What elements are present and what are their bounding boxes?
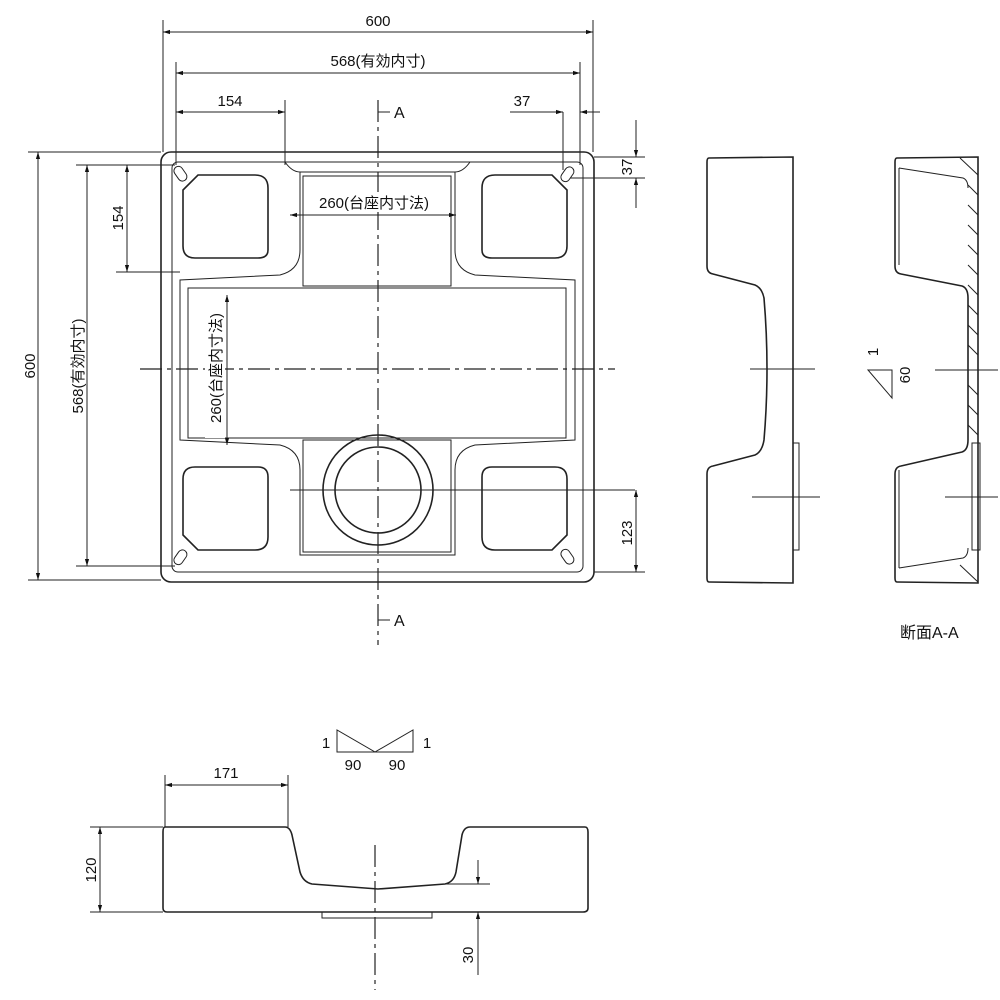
svg-text:171: 171	[213, 765, 238, 782]
svg-text:123: 123	[619, 520, 636, 545]
svg-text:260(台座内寸法): 260(台座内寸法)	[208, 313, 225, 423]
dim-overall-depth: 600	[22, 151, 161, 581]
dim-height: 120	[83, 826, 163, 913]
svg-text:568(有効内寸): 568(有効内寸)	[70, 318, 87, 413]
pad-bottom-right	[481, 466, 568, 551]
svg-text:568(有効内寸): 568(有効内寸)	[330, 53, 425, 70]
svg-text:154: 154	[217, 93, 242, 110]
dim-inner-width-between-pads: 260(台座内寸法)	[290, 192, 456, 218]
inner-recess-top	[302, 175, 452, 287]
inner-recess-bottom	[302, 439, 452, 553]
dim-inner-depth-between-pads: 260(台座内寸法)	[205, 295, 230, 445]
slope-indicator-1-90: 1 90 1 90	[322, 729, 431, 774]
svg-text:600: 600	[22, 353, 39, 378]
svg-text:260(台座内寸法): 260(台座内寸法)	[319, 195, 429, 212]
svg-text:1: 1	[423, 735, 431, 752]
section-caption: 断面A-A	[900, 624, 959, 642]
svg-text:1: 1	[865, 348, 882, 356]
svg-text:90: 90	[345, 757, 362, 774]
dim-pad-length: 171	[164, 765, 289, 827]
side-view	[706, 156, 820, 584]
dim-corner-offset-y: 37	[570, 120, 645, 208]
inner-recess	[187, 287, 567, 439]
dim-pad-width: 154	[176, 93, 286, 165]
dim-corner-offset-x: 37	[510, 93, 600, 170]
section-mark-bottom: A	[394, 613, 405, 630]
hatching	[959, 157, 979, 583]
svg-text:600: 600	[365, 13, 390, 30]
corner-slots	[173, 165, 575, 566]
front-view: 171 120 30 1 90 1 90	[83, 729, 589, 990]
dim-overall-width: 600	[162, 13, 594, 152]
svg-text:60: 60	[897, 367, 914, 384]
svg-text:30: 30	[460, 947, 477, 964]
top-view: A A 600 568(有効内寸) 154 37 3	[22, 13, 645, 645]
section-mark-top: A	[394, 105, 405, 122]
svg-text:37: 37	[619, 159, 636, 176]
section-a-a: 1 60 断面A-A	[865, 156, 998, 642]
dim-base-height: 30	[445, 860, 490, 975]
slope-indicator-1-60: 1 60	[865, 348, 914, 400]
svg-text:154: 154	[110, 205, 127, 230]
dim-drain-offset: 123	[594, 490, 645, 573]
svg-text:90: 90	[389, 757, 406, 774]
svg-text:37: 37	[514, 93, 531, 110]
svg-text:120: 120	[83, 857, 100, 882]
svg-text:1: 1	[322, 735, 330, 752]
dim-pad-depth: 154	[110, 165, 180, 273]
pad-top-right	[481, 174, 568, 259]
pad-bottom-left	[182, 466, 269, 551]
pad-top-left	[182, 174, 269, 259]
